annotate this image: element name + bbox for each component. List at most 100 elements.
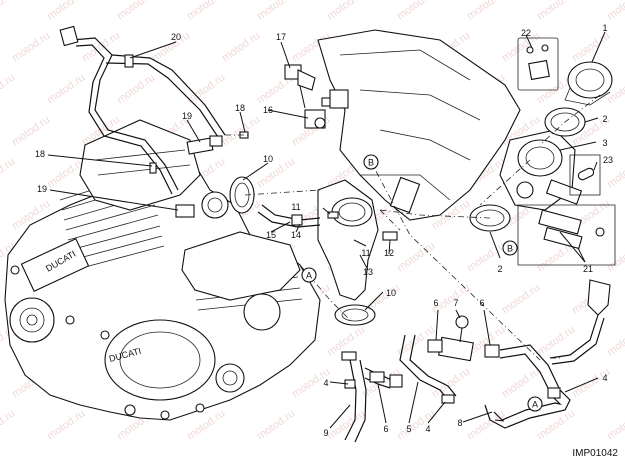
- callout-17: 17: [276, 32, 286, 42]
- intake-sleeve-1: [564, 61, 613, 106]
- seal-23: [569, 154, 601, 196]
- clamp-10-lower: [334, 304, 376, 326]
- bracket-22-inset: [517, 37, 559, 91]
- watermark-text-11: motod.ru: [80, 30, 122, 65]
- callout-23: 23: [603, 155, 613, 165]
- callout-4-left: 4: [323, 378, 328, 388]
- ref-letter-a-right: A: [527, 396, 543, 412]
- watermark-text-100: motod.ru: [0, 408, 17, 443]
- ref-letter-b-lower: B: [502, 240, 518, 256]
- callout-18-top: 18: [235, 103, 245, 113]
- intake-manifold-13: [317, 179, 379, 301]
- watermark-text-107: motod.ru: [465, 408, 507, 443]
- watermark-text-0: motod.ru: [0, 0, 17, 22]
- leader-lines: [47, 31, 606, 429]
- callout-1: 1: [602, 23, 607, 33]
- hose-6: [369, 339, 500, 383]
- callout-20: 20: [171, 32, 181, 42]
- watermark-text-20: motod.ru: [0, 72, 17, 107]
- watermark-text-109: motod.ru: [605, 408, 625, 443]
- callout-10-upper: 10: [263, 154, 273, 164]
- callout-2-upper: 2: [602, 114, 607, 124]
- callout-6-right: 6: [479, 298, 484, 308]
- callout-12: 12: [384, 248, 394, 258]
- watermark-text-30: motod.ru: [10, 114, 52, 149]
- callout-14: 14: [291, 230, 301, 240]
- clamp-10-upper: [229, 176, 255, 214]
- watermark-text-108: motod.ru: [535, 408, 577, 443]
- callout-5: 5: [406, 424, 411, 434]
- svg-text:B: B: [368, 158, 374, 168]
- watermark-text-13: motod.ru: [220, 30, 262, 65]
- callout-22: 22: [521, 28, 531, 38]
- callout-18-left: 18: [35, 149, 45, 159]
- watermark-text-2: motod.ru: [115, 0, 157, 22]
- watermark-text-104: motod.ru: [255, 408, 297, 443]
- watermark-text-77: motod.ru: [500, 282, 542, 317]
- callout-15: 15: [266, 230, 276, 240]
- ref-letter-b-upper: B: [363, 154, 379, 170]
- callout-4-right: 4: [602, 373, 607, 383]
- watermark-text-33: motod.ru: [220, 114, 262, 149]
- callout-16: 16: [263, 105, 273, 115]
- watermark-text-7: motod.ru: [465, 0, 507, 22]
- airbox-housing: [317, 29, 521, 221]
- svg-text:A: A: [306, 271, 312, 281]
- fitting-4-right: [549, 279, 611, 365]
- actuator-21-inset: [517, 204, 616, 266]
- callout-4-bottom: 4: [425, 424, 430, 434]
- callout-9: 9: [323, 428, 328, 438]
- watermark-text-101: motod.ru: [45, 408, 87, 443]
- watermark-text-89: motod.ru: [605, 324, 625, 359]
- watermark-text-88: motod.ru: [535, 324, 577, 359]
- callout-numbers: 20 17 18 19 16 18 19 10 11 15 14 11 12 1…: [35, 23, 613, 438]
- fitting-19-lower: [175, 204, 195, 218]
- watermark-text-3: motod.ru: [185, 0, 227, 22]
- hose-5: [399, 334, 457, 401]
- callout-8: 8: [457, 418, 462, 428]
- sensor-17-16: [284, 64, 337, 129]
- callout-10-lower: 10: [386, 288, 396, 298]
- watermark-text-8: motod.ru: [535, 0, 577, 22]
- watermark-text-1: motod.ru: [45, 0, 87, 22]
- callout-7: 7: [453, 298, 458, 308]
- callout-13: 13: [363, 267, 373, 277]
- watermark-text-6: motod.ru: [395, 0, 437, 22]
- diagram-code: IMP01042: [572, 448, 618, 459]
- callout-6-bottom: 6: [383, 424, 388, 434]
- watermark-text-22: motod.ru: [115, 72, 157, 107]
- breather-hose-20: [59, 25, 226, 195]
- watermark-text-21: motod.ru: [45, 72, 87, 107]
- ref-letter-a-left: A: [301, 267, 317, 283]
- callout-2-lower: 2: [497, 264, 502, 274]
- hose-9: [341, 351, 403, 443]
- watermark-text-44: motod.ru: [255, 156, 297, 191]
- clip-4-lower: [344, 379, 455, 404]
- callout-11-lower: 11: [361, 248, 370, 258]
- throttle-body: [499, 129, 583, 211]
- valve-7: [438, 315, 474, 362]
- watermark-text-106: motod.ru: [395, 408, 437, 443]
- watermark-text-9: motod.ru: [605, 0, 625, 22]
- watermark-text-97: motod.ru: [500, 366, 542, 401]
- callout-6-left: 6: [433, 298, 438, 308]
- watermark-text-10: motod.ru: [10, 30, 52, 65]
- callout-19-top: 19: [182, 111, 192, 121]
- callout-3: 3: [602, 138, 607, 148]
- watermark-text-98: motod.ru: [570, 366, 612, 401]
- svg-text:B: B: [507, 244, 513, 254]
- watermark-text-40: motod.ru: [0, 156, 17, 191]
- hose-8: [484, 344, 571, 429]
- callout-11-upper: 11: [291, 202, 300, 212]
- fitting-19-upper: [186, 135, 223, 155]
- engine-block: DUCATI DUCATI: [4, 119, 321, 421]
- watermark-text-66: motod.ru: [395, 240, 437, 275]
- watermark-text-4: motod.ru: [255, 0, 297, 22]
- watermark-text-18: motod.ru: [570, 30, 612, 65]
- callout-21: 21: [583, 264, 593, 274]
- svg-text:A: A: [532, 400, 538, 410]
- callout-19-left: 19: [37, 184, 47, 194]
- watermark-text-5: motod.ru: [325, 0, 367, 22]
